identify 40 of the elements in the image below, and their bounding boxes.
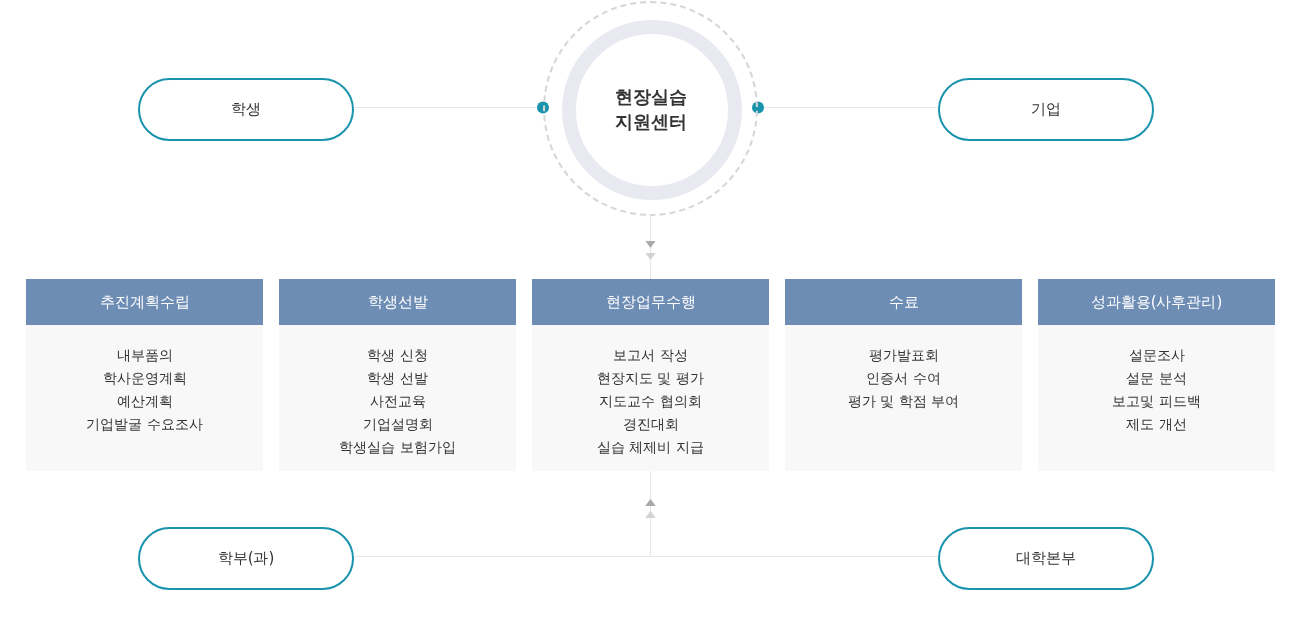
task-item: 보고서 작성	[613, 346, 688, 365]
task-item: 학사운영계획	[102, 369, 187, 388]
task-item: 인증서 수여	[866, 369, 941, 388]
stage-card	[785, 279, 1022, 471]
task-item: 제도 개선	[1126, 415, 1187, 434]
task-item: 사전교육	[369, 392, 426, 411]
dot-connector	[353, 101, 549, 114]
stage-card	[532, 279, 769, 471]
task-item: 기업발굴 수요조사	[86, 415, 203, 434]
task-item: 학생 신청	[367, 346, 428, 365]
task-item: 평가 및 학점 부여	[847, 392, 960, 411]
task-item: 예산계획	[116, 392, 173, 411]
stage-header: 학생선발	[279, 279, 516, 325]
stage-header: 수료	[785, 279, 1022, 325]
dot-connector	[752, 101, 939, 114]
stage-header: 성과활용(사후관리)	[1038, 279, 1275, 325]
stage-card	[279, 279, 516, 471]
stage-card	[1038, 279, 1275, 471]
stage-header: 현장업무수행	[532, 279, 769, 325]
task-item: 경진대회	[622, 415, 679, 434]
rounded-box: 대학본부	[938, 527, 1154, 590]
rounded-box: 학부(과)	[138, 527, 354, 590]
task-item: 설문조사	[1128, 346, 1185, 365]
task-item: 현장지도 및 평가	[597, 369, 704, 388]
circle-label: 현장실습 지원센터	[613, 84, 688, 134]
task-item: 설문 분석	[1126, 369, 1187, 388]
task-item: 지도교수 협의회	[599, 392, 702, 411]
task-item: 실습 체제비 지급	[597, 438, 704, 457]
task-item: 보고및 피드백	[1112, 392, 1201, 411]
task-item: 학생 선발	[367, 369, 428, 388]
arrow	[645, 215, 656, 280]
stage-header: 추진계획수립	[26, 279, 263, 325]
task-item: 내부품의	[116, 346, 173, 365]
rounded-box: 기업	[938, 78, 1154, 141]
task-item: 학생실습 보험가입	[339, 438, 456, 457]
center-circle	[543, 1, 758, 216]
task-item: 기업설명회	[362, 415, 433, 434]
task-item: 평가발표회	[868, 346, 939, 365]
rounded-box: 학생	[138, 78, 354, 141]
stage-card	[26, 279, 263, 471]
